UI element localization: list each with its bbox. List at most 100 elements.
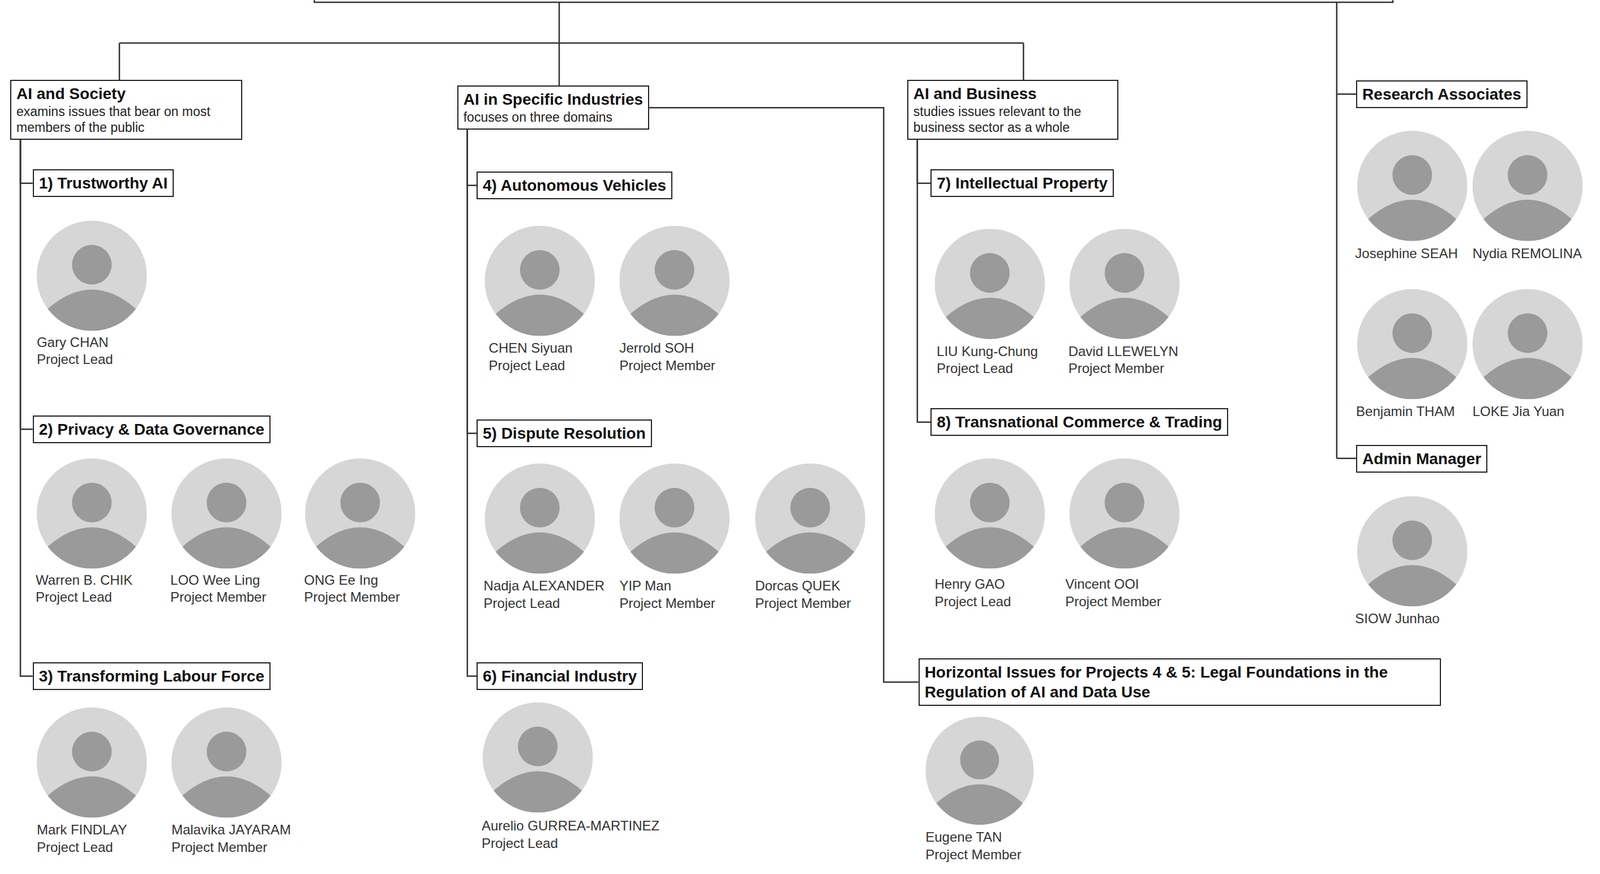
person-name: Nadja ALEXANDER (483, 577, 605, 595)
project-box: 8) Transnational Commerce & Trading (930, 408, 1229, 436)
project-box: Admin Manager (1356, 444, 1488, 473)
person-role: Project Member (925, 846, 1022, 864)
person-name: Gary CHAN (36, 333, 109, 351)
portrait-photo (1069, 228, 1180, 340)
person-role: Project Member (619, 594, 715, 612)
label-slot: Warren B. CHIK (35, 571, 133, 589)
person-name: David LLEWELYN (1068, 342, 1179, 360)
label-slot: LIU Kung-Chung (936, 342, 1038, 360)
box-heading: 7) Intellectual Property (936, 173, 1108, 193)
label-slot: LOO Wee Ling (170, 571, 260, 589)
person-name: ONG Ee Ing (303, 571, 379, 589)
person-role: Project Lead (934, 593, 1011, 611)
person-role: Project Member (1068, 359, 1165, 377)
person-role: Project Lead (483, 594, 561, 612)
person-name: LOO Wee Ling (170, 571, 260, 589)
label-slot: Dorcas QUEK (755, 577, 841, 595)
box-heading: 5) Dispute Resolution (482, 423, 646, 444)
tree-line (558, 2, 561, 44)
portrait-photo (305, 458, 416, 569)
connector-line (917, 139, 931, 184)
label-slot: Josephine SEAH (1354, 245, 1458, 263)
person-name: Dorcas QUEK (755, 577, 841, 595)
box-heading: 4) Autonomous Vehicles (482, 175, 667, 196)
person-role: Project Lead (35, 588, 113, 606)
section-box: AI and Businessstudies issues relevant t… (907, 79, 1119, 141)
label-slot: Benjamin THAM (1356, 402, 1455, 420)
label-slot: Project Lead (35, 588, 113, 606)
connector-line (467, 129, 477, 433)
project-box: 4) Autonomous Vehicles (476, 171, 673, 200)
label-slot: Project Member (619, 357, 715, 375)
person-role: Project Lead (36, 838, 114, 856)
label-slot: Gary CHAN (36, 333, 109, 351)
portrait-photo (1069, 458, 1180, 569)
label-slot: Project Member (755, 594, 851, 612)
connector-line (467, 129, 477, 676)
box-heading: AI and Society (16, 83, 237, 104)
tree-line (1336, 457, 1357, 460)
label-slot: Project Lead (936, 359, 1014, 377)
person-name: Mark FINDLAY (36, 821, 128, 839)
person-name: Eugene TAN (925, 828, 1002, 846)
box-heading: Horizontal Issues for Projects 4 & 5: Le… (924, 662, 1435, 702)
label-slot: LOKE Jia Yuan (1472, 402, 1565, 420)
box-heading: Admin Manager (1362, 448, 1482, 469)
person-role: Project Member (755, 594, 851, 612)
person-name: Nydia REMOLINA (1472, 245, 1582, 263)
person-role: Project Member (170, 588, 267, 606)
tree-line (558, 43, 561, 87)
person-role: Project Member (619, 357, 715, 375)
box-heading: 1) Trustworthy AI (39, 173, 169, 193)
portrait-photo (1357, 130, 1468, 242)
person-name: Aurelio GURREA-MARTINEZ (481, 817, 660, 835)
portrait-photo (1472, 289, 1584, 400)
person-name: Warren B. CHIK (35, 571, 133, 589)
portrait-photo (1357, 289, 1468, 400)
person-name: CHEN Siyuan (488, 339, 573, 357)
connector-line (20, 139, 33, 430)
section-box: AI in Specific Industriesfocuses on thre… (457, 85, 650, 130)
label-slot: Project Member (925, 846, 1022, 864)
connector-line (20, 139, 33, 676)
project-box: Research Associates (1356, 80, 1528, 109)
tree-line (1336, 93, 1357, 96)
connector-line (917, 139, 931, 423)
person-role: Project Lead (36, 350, 114, 368)
person-name: Benjamin THAM (1356, 402, 1455, 420)
project-box: 5) Dispute Resolution (476, 419, 652, 448)
person-name: YIP Man (619, 577, 672, 595)
box-description: examins issues that bear on most members… (16, 103, 237, 137)
portrait-photo (482, 702, 594, 813)
label-slot: YIP Man (619, 577, 672, 595)
portrait-photo (934, 228, 1045, 340)
tree-line (118, 43, 121, 80)
label-slot: SIOW Junhao (1354, 610, 1440, 628)
portrait-photo (934, 458, 1045, 569)
person-name: Jerrold SOH (619, 339, 694, 357)
box-description: studies issues relevant to the business … (913, 103, 1113, 137)
label-slot: Project Lead (36, 838, 114, 856)
label-slot: Nadja ALEXANDER (483, 577, 605, 595)
label-slot: Malavika JAYARAM (171, 821, 291, 839)
top-box-edge (314, 0, 1393, 3)
project-box: 6) Financial Industry (476, 662, 643, 690)
project-box: 2) Privacy & Data Governance (32, 415, 271, 444)
person-name: Henry GAO (934, 575, 1005, 593)
portrait-photo (36, 458, 148, 569)
box-heading: 6) Financial Industry (482, 666, 637, 686)
label-slot: Project Lead (481, 834, 559, 852)
portrait-photo (1472, 130, 1584, 242)
label-slot: Project Member (619, 594, 715, 612)
box-heading: AI and Business (913, 83, 1113, 104)
person-role: Project Member (1065, 593, 1161, 611)
portrait-photo (171, 458, 282, 569)
connector-line (467, 129, 477, 186)
portrait-photo (36, 707, 148, 818)
box-heading: 2) Privacy & Data Governance (39, 419, 265, 440)
label-slot: Henry GAO (934, 575, 1005, 593)
portrait-photo (171, 707, 282, 818)
section-box: AI and Societyexamins issues that bear o… (10, 79, 243, 141)
person-name: LIU Kung-Chung (936, 342, 1038, 360)
